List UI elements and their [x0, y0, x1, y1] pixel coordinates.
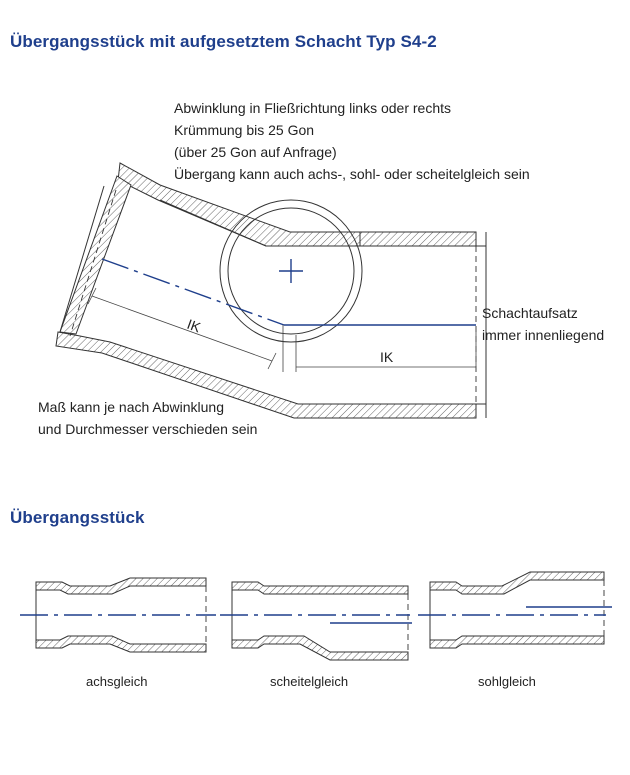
axis-left — [101, 258, 285, 326]
shaft-outer-circle — [219, 199, 363, 343]
variant-sohlgleich-drawing — [418, 571, 612, 649]
variant-achsgleich-label: achsgleich — [86, 674, 147, 689]
socket-bottom-wall — [55, 331, 477, 419]
shaft-inner-circle — [227, 207, 355, 335]
variant-achsgleich-drawing — [20, 577, 216, 653]
variant-scheitelgleich-label: scheitelgleich — [270, 674, 348, 689]
spigot-top-wall — [359, 231, 477, 247]
note-right-2: immer innenliegend — [482, 327, 604, 343]
dim-ik-right: IK — [380, 349, 394, 365]
note-bottom-2: und Durchmesser verschieden sein — [38, 421, 257, 437]
main-heading: Übergangsstück mit aufgesetztem Schacht … — [10, 32, 437, 51]
dim-ik-left: IK — [185, 316, 204, 336]
note-top-2: Krümmung bis 25 Gon — [174, 122, 314, 138]
note-top-1: Abwinklung in Fließrichtung links oder r… — [174, 100, 451, 116]
note-bottom-1: Maß kann je nach Abwinklung — [38, 399, 224, 415]
main-pipe-drawing — [55, 162, 487, 419]
socket-bevel — [59, 175, 132, 335]
dim-line-left — [91, 295, 273, 362]
note-right-1: Schachtaufsatz — [482, 305, 578, 321]
socket-end-dashed — [69, 189, 117, 337]
note-top-4: Übergang kann auch achs-, sohl- oder sch… — [174, 165, 530, 182]
second-heading: Übergangsstück — [10, 508, 145, 527]
variant-sohlgleich-label: sohlgleich — [478, 674, 536, 689]
variant-scheitelgleich-drawing — [220, 581, 412, 661]
note-top-3: (über 25 Gon auf Anfrage) — [174, 144, 337, 160]
